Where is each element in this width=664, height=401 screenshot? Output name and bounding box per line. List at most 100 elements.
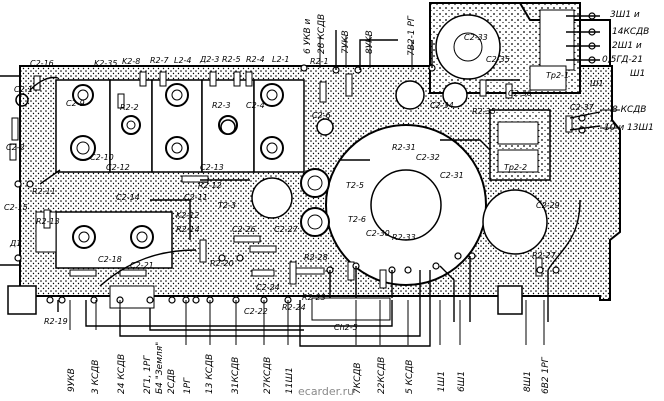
label-c2-31: C2-31 [440, 171, 464, 180]
right-label-8kdv: 8 КСДВ [612, 105, 646, 115]
coil-formers [15, 83, 284, 249]
small-components [9, 71, 573, 289]
label-c2-6: C2-6 [312, 111, 331, 120]
bottom-label-3kdv: 3 КСДВ [91, 360, 101, 394]
label-c2-32: C2-32 [416, 153, 440, 162]
label-c2-9: C2-9 [66, 99, 85, 108]
leader-lines [69, 36, 620, 345]
label-c2-11: C2-11 [184, 193, 208, 202]
right-label-2sh1: 2Ш1 и [612, 41, 642, 51]
bottom-label-9ukv: 9УКВ [67, 368, 77, 392]
bottom-label-5kdv: 5 КСДВ [405, 360, 415, 394]
bottom-connection-labels: 9УКВ 3 КСДВ 24 КСДВ 2Г1, 1РГ Б4 "Земля" … [67, 342, 551, 394]
label-c2-29: C2-29 [536, 201, 560, 210]
label-r2-12: R2-12 [198, 181, 222, 190]
bottom-label-7kdv: 7КСДВ [353, 362, 363, 394]
label-c2-27: C2-27 [274, 225, 299, 234]
top-label-6ukv: 6 УКВ и [303, 19, 313, 54]
bottom-label-31kdv: 31КСДВ [231, 357, 241, 394]
label-c2-30: C2-30 [366, 229, 390, 238]
label-r2-14: R2-14 [176, 225, 200, 234]
label-r2-24: R2-24 [282, 303, 306, 312]
label-c2-36: C2-36 [508, 89, 532, 98]
label-l2-4: L2-4 [174, 56, 192, 65]
label-l2-1: L2-1 [272, 55, 290, 64]
top-label-28kdv: 28 КСДВ [317, 14, 327, 54]
bottom-label-22kdv: 22КСДВ [377, 357, 387, 394]
bottom-label-11sh1: 11Ш1 [285, 367, 295, 394]
label-c2-37: C2-37 [570, 103, 595, 112]
label-c2-14: C2-14 [116, 193, 140, 202]
label-r2-7: R2-7 [150, 56, 170, 65]
bottom-label-13kdv: 13 КСДВ [205, 354, 215, 394]
bottom-label-8sh1: 8Ш1 [523, 371, 533, 392]
bottom-label-1sh1: 1Ш1 [437, 371, 447, 392]
right-connection-labels: 3Ш1 и 14КСДВ 2Ш1 и 0,5ГД-21 Ш1 8 КСДВ 10… [602, 10, 654, 133]
right-label-05gd21: 0,5ГД-21 [602, 55, 643, 65]
label-c2-35: C2-35 [486, 55, 510, 64]
label-c2-12: C2-12 [106, 163, 130, 172]
label-c2-15: C2-15 [4, 203, 28, 212]
label-r2-27: R2-27 [532, 251, 557, 260]
label-r2-31: R2-31 [392, 143, 416, 152]
top-label-8ukv: 8УКВ [365, 30, 375, 54]
label-t2-5: T2-5 [346, 181, 364, 190]
label-tr2-1: Tp2-1 [546, 71, 569, 80]
bottom-label-6v2-1rg: 6В2 1РГ [541, 356, 551, 394]
watermark: ecarder.ru [298, 385, 354, 398]
component-labels: C2-16 K2-35 K2-8 R2-7 L2-4 Д2-3 R2-5 R2-… [4, 33, 604, 332]
label-r2-23: R2-23 [302, 293, 326, 302]
label-r2-1: R2-1 [310, 57, 329, 66]
label-c2-22: C2-22 [244, 307, 268, 316]
label-r2-19: R2-19 [44, 317, 68, 326]
large-components [7, 9, 575, 321]
label-c2-33: C2-33 [464, 33, 488, 42]
label-c2-10: C2-10 [90, 153, 114, 162]
label-k2-12: K2-12 [176, 211, 199, 220]
bottom-label-b4-zemlya: Б4 "Земля" [155, 342, 165, 394]
label-c2-21: C2-21 [130, 261, 154, 270]
label-r2-33: R2-33 [392, 233, 416, 242]
label-c2-34: C2-34 [430, 101, 454, 110]
bottom-label-27kdv: 27КСДВ [263, 357, 273, 394]
label-k2-8: K2-8 [122, 57, 140, 66]
wiring [29, 15, 601, 347]
label-r2-13: R2-13 [36, 217, 60, 226]
label-r2-11: R2-11 [32, 187, 56, 196]
right-label-sh1: Ш1 [630, 69, 645, 79]
top-connection-labels: 6 УКВ и 28 КСДВ 7УКВ 8УКВ 7В2-1 РГ [303, 14, 417, 56]
bottom-label-24kdv: 24 КСДВ [117, 354, 127, 394]
label-r2-2: R2-2 [120, 103, 139, 112]
label-d1: Д1 [9, 239, 21, 248]
right-label-14kdv: 14КСДВ [612, 27, 649, 37]
label-c2-24: C2-24 [256, 283, 280, 292]
label-r2-3: R2-3 [212, 101, 231, 110]
label-k2-35: K2-35 [94, 59, 117, 68]
bottom-label-1rg: 1РГ [183, 377, 193, 394]
label-c2-2: C2-2 [6, 143, 25, 152]
label-sh1: Ш1 [590, 79, 604, 88]
bottom-label-2sdv: 2СДВ [167, 369, 177, 394]
label-c2-13: C2-13 [200, 163, 224, 172]
right-label-3sh1: 3Ш1 и [610, 10, 640, 20]
label-t2-6: T2-6 [348, 215, 366, 224]
label-r2-35: R2-35 [472, 107, 496, 116]
label-d2-3: Д2-3 [199, 55, 219, 64]
label-c2-1: C2-1 [14, 85, 33, 94]
label-c2-16: C2-16 [30, 59, 54, 68]
label-tr2-2: Tp2-2 [504, 163, 527, 172]
label-ch2-5: Ch2-5 [334, 323, 358, 332]
label-t2-3: T2-3 [218, 201, 236, 210]
bottom-label-6sh1: 6Ш1 [457, 371, 467, 392]
label-r2-28: R2-28 [304, 253, 328, 262]
label-r2-5: R2-5 [222, 55, 241, 64]
label-c2-18: C2-18 [98, 255, 122, 264]
top-label-7v2-1rg: 7В2-1 РГ [407, 15, 417, 56]
label-r2-4: R2-4 [246, 55, 265, 64]
right-label-10i13: 10 и 13Ш1 [604, 123, 654, 133]
label-r2-20: R2-20 [210, 259, 234, 268]
top-label-7ukv: 7УКВ [341, 30, 351, 54]
label-c2-26: C2-26 [232, 225, 256, 234]
bottom-label-2rg-1rg: 2Г1, 1РГ [143, 355, 153, 394]
